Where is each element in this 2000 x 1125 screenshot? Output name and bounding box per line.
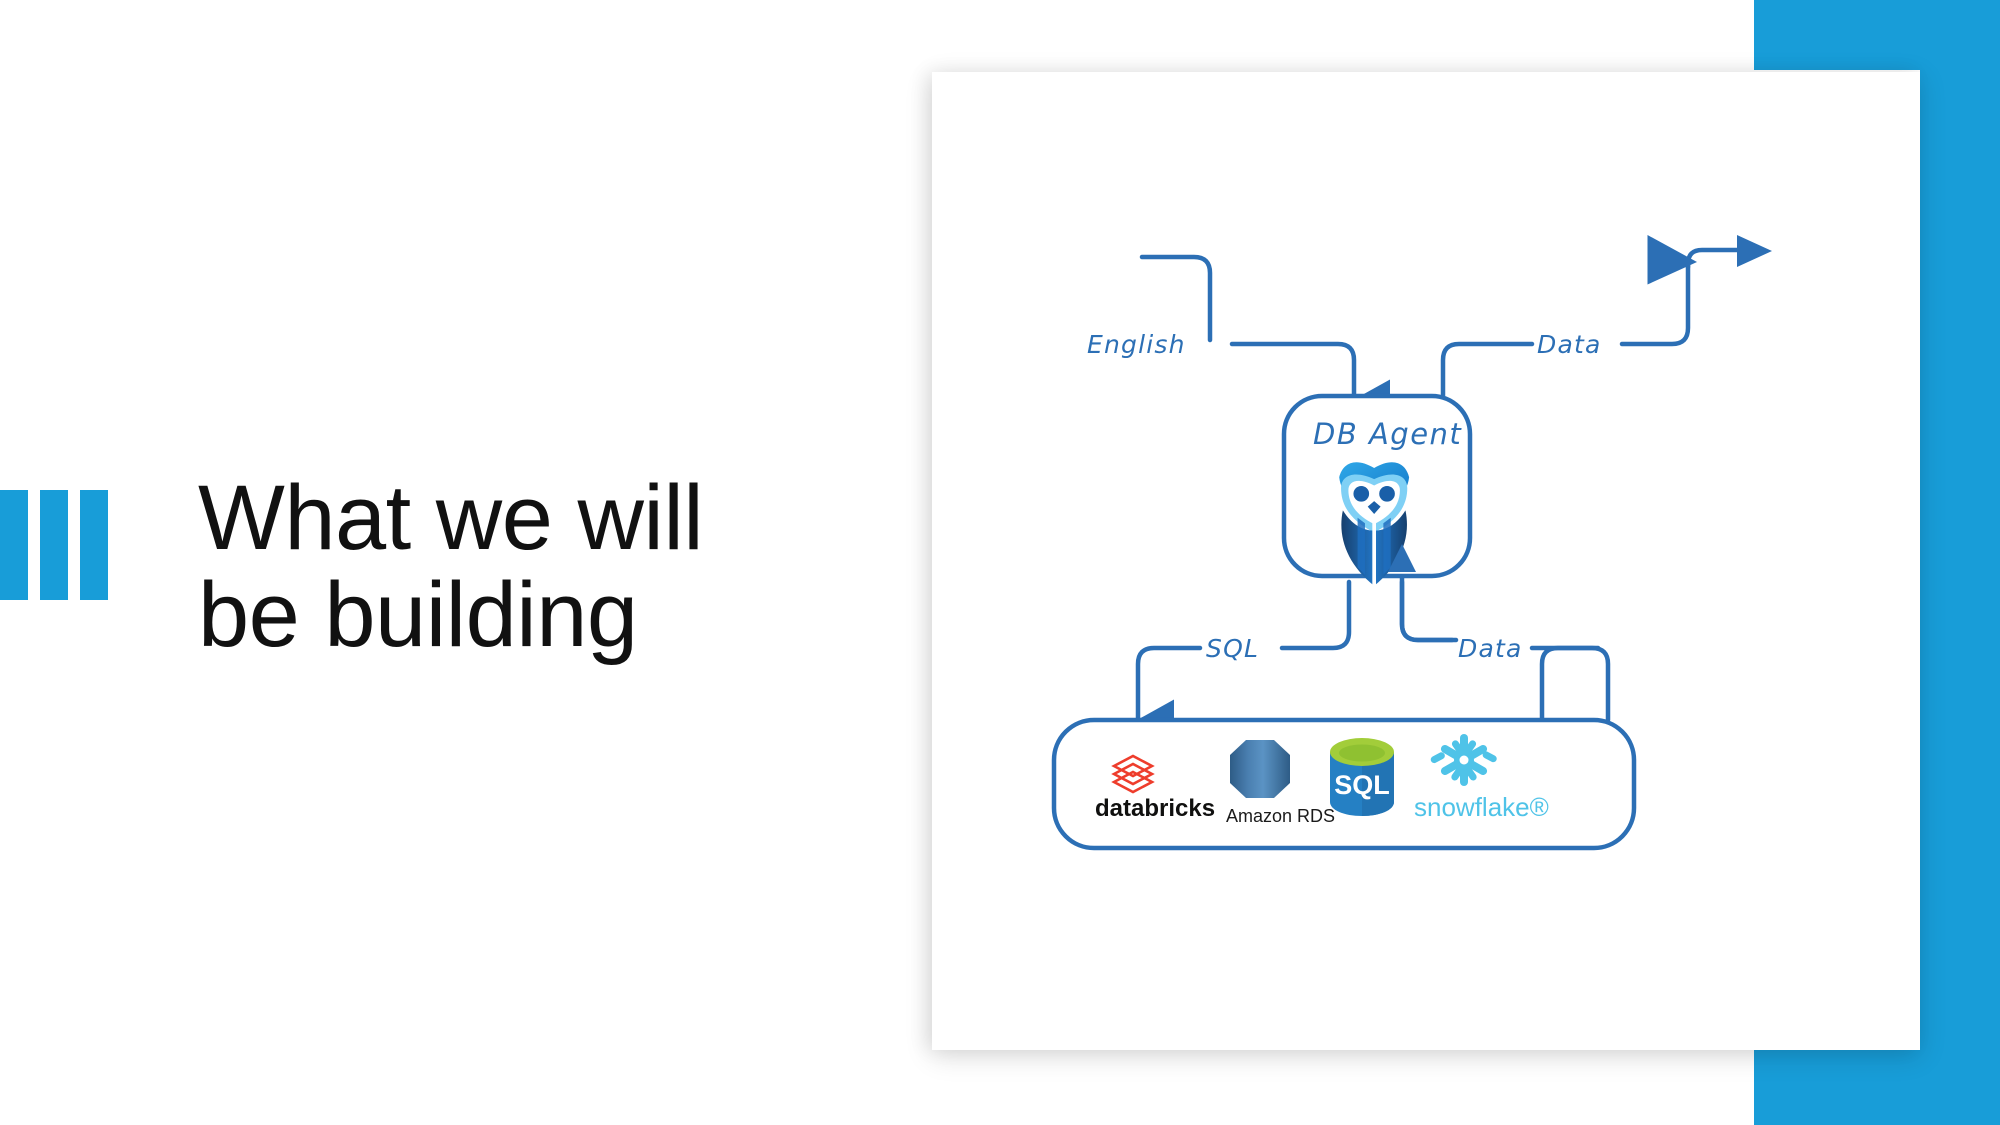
databases-box[interactable]: databricks Amazon RDS SQL [1051,717,1637,851]
accent-bar-2 [40,490,68,600]
amazon-rds-icon [1230,740,1290,798]
sql-database-icon: SQL [1330,738,1394,816]
title-block: What we will be building [0,470,830,670]
owl-icon [1339,462,1410,588]
db-label-snowflake: snowflake® [1414,792,1549,822]
db-agent-label: DB Agent [1313,417,1462,451]
accent-bar-1 [0,490,28,600]
db-label-sql: SQL [1334,770,1390,800]
db-label-databricks: databricks [1095,795,1215,822]
accent-bars [0,490,108,600]
edge-english: English [1087,254,1390,425]
edge-data-up: Data [1388,544,1611,723]
page-title: What we will be building [198,467,704,666]
snowflake-icon [1430,734,1497,786]
arrowhead-data-up [1388,544,1416,572]
edge-label-data-up: Data [1458,634,1523,663]
db-logo-snowflake[interactable]: snowflake® [1414,734,1549,822]
db-agent-node[interactable]: DB Agent [1281,393,1473,588]
db-logo-sql[interactable]: SQL [1330,738,1394,816]
edge-label-english: English [1087,330,1186,359]
diagram-card: English Data DB Agent [932,72,1920,1050]
edge-data-out: Data [1440,235,1772,405]
edge-label-data-out: Data [1537,330,1602,359]
flow-diagram: English Data DB Agent [1051,235,1772,851]
db-logo-amazon-rds[interactable]: Amazon RDS [1226,740,1335,826]
edge-sql: SQL [1133,579,1352,745]
db-label-amazon-rds: Amazon RDS [1226,806,1335,826]
db-logo-databricks[interactable]: databricks [1095,754,1215,822]
edge-label-sql: SQL [1206,634,1259,663]
arrowhead-data-out [1737,235,1772,267]
accent-bar-3 [80,490,108,600]
databricks-icon [1111,754,1155,794]
